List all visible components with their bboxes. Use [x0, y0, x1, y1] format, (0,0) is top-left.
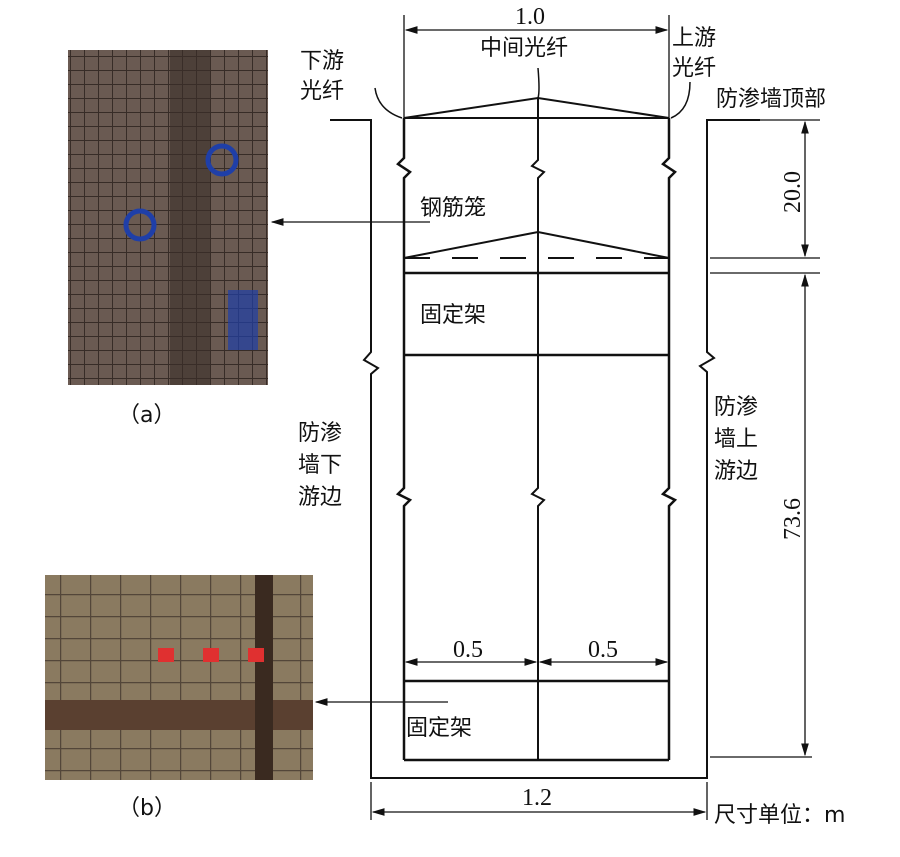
dim-half-left: 0.5	[453, 637, 483, 663]
photo-a-rebar-cage	[68, 50, 268, 385]
label-unit: 尺寸单位：m	[714, 803, 845, 828]
label-downstream-edge-2: 墙下	[298, 453, 342, 478]
label-fixed-frame-upper: 固定架	[420, 303, 486, 328]
dim-lower-height: 73.6	[780, 498, 806, 540]
label-middle-fiber: 中间光纤	[480, 36, 568, 61]
dim-top-width: 1.0	[515, 4, 545, 30]
label-rebar-cage: 钢筋笼	[420, 196, 486, 221]
dimension-lines	[270, 15, 820, 820]
caption-photo-b: （b）	[118, 796, 176, 821]
dim-half-right: 0.5	[588, 637, 618, 663]
label-upstream-edge-3: 游边	[714, 459, 758, 484]
label-upstream-fiber-2: 光纤	[672, 56, 716, 81]
label-downstream-edge-1: 防渗	[298, 421, 342, 446]
label-upstream-edge-1: 防渗	[714, 395, 758, 420]
label-downstream-fiber-2: 光纤	[300, 79, 344, 104]
label-downstream-fiber-1: 下游	[300, 49, 344, 74]
dim-upper-height: 20.0	[780, 171, 806, 213]
dim-total-width: 1.2	[522, 785, 552, 811]
label-upstream-edge-2: 墙上	[714, 427, 758, 452]
label-downstream-edge-3: 游边	[298, 485, 342, 510]
label-wall-top: 防渗墙顶部	[716, 87, 826, 112]
photo-b-fixed-frame	[45, 575, 313, 780]
label-upstream-fiber-1: 上游	[672, 26, 716, 51]
caption-photo-a: （a）	[118, 403, 175, 428]
trench-and-cage	[330, 67, 760, 779]
label-fixed-frame-lower: 固定架	[406, 716, 472, 741]
